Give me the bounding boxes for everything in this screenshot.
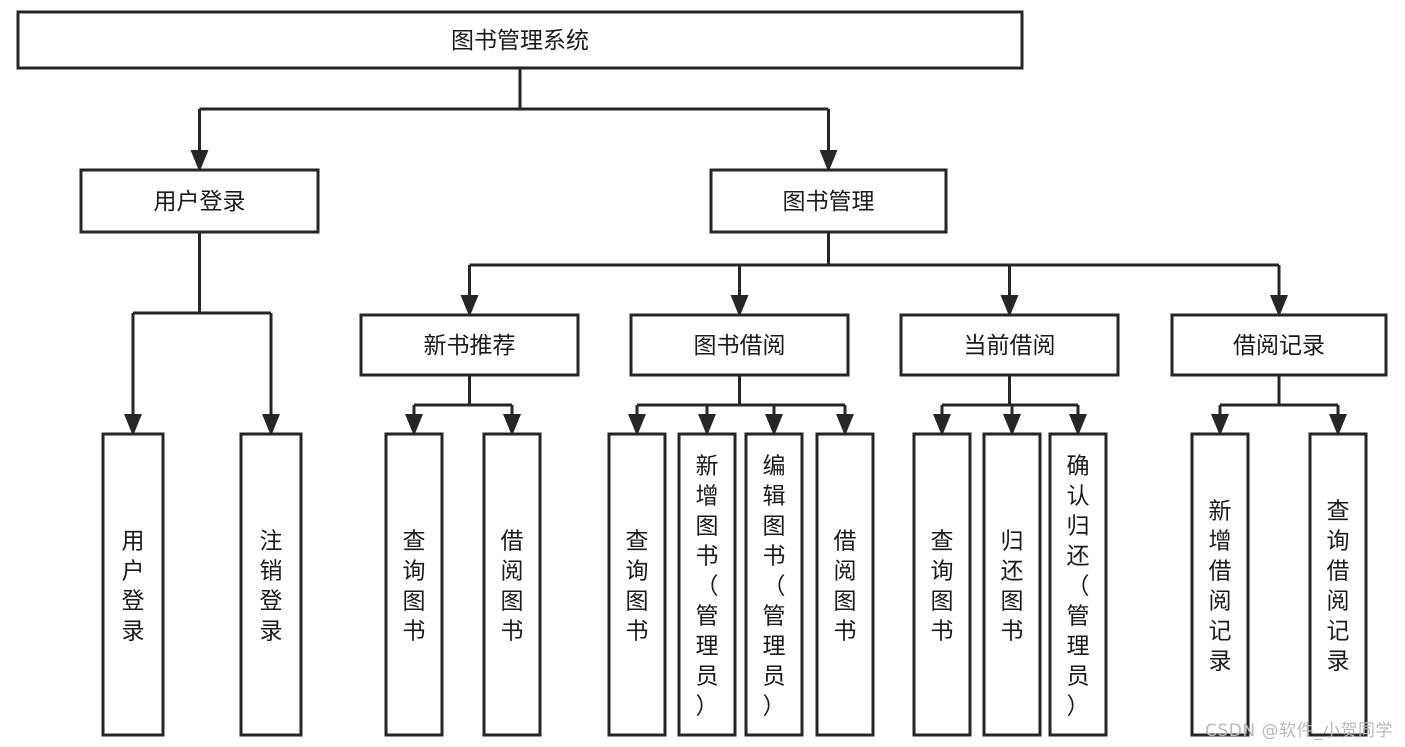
node-borrow-record[interactable]: 借阅记录 bbox=[1170, 313, 1388, 377]
node-leaf-add-borrow-record-rect[interactable] bbox=[1190, 432, 1250, 737]
node-leaf-user-login[interactable]: 用户登录 bbox=[101, 432, 165, 737]
node-borrow-record-label: 借阅记录 bbox=[1233, 333, 1325, 359]
node-leaf-borrow-book-1-label: 借阅图书 bbox=[501, 529, 524, 645]
node-user-login[interactable]: 用户登录 bbox=[79, 168, 320, 234]
node-leaf-borrow-book-1-rect[interactable] bbox=[482, 432, 542, 737]
node-leaf-query-book-2[interactable]: 查询图书 bbox=[607, 432, 667, 737]
node-leaf-return-book-rect[interactable] bbox=[982, 432, 1042, 737]
node-leaf-query-borrow-record-rect[interactable] bbox=[1308, 432, 1368, 737]
node-root-rect[interactable] bbox=[16, 10, 1024, 70]
node-leaf-query-borrow-record[interactable]: 查询借阅记录 bbox=[1308, 432, 1368, 737]
node-current-borrow[interactable]: 当前借阅 bbox=[899, 313, 1120, 377]
node-leaf-query-book-1-label: 查询图书 bbox=[403, 529, 426, 645]
node-leaf-query-book-2-label: 查询图书 bbox=[626, 529, 649, 645]
node-leaf-query-book-1-rect[interactable] bbox=[384, 432, 444, 737]
node-leaf-query-book-1[interactable]: 查询图书 bbox=[384, 432, 444, 737]
node-leaf-edit-book-admin-label: 编辑图书（管理员） bbox=[763, 454, 786, 720]
node-leaf-logout-label: 注销登录 bbox=[260, 529, 283, 645]
node-book-manage-rect[interactable] bbox=[709, 168, 948, 234]
node-new-book-recommend-label: 新书推荐 bbox=[424, 333, 516, 359]
node-leaf-add-borrow-record-label: 新增借阅记录 bbox=[1209, 499, 1232, 675]
node-leaf-edit-book-admin[interactable]: 编辑图书（管理员） bbox=[744, 432, 804, 737]
node-new-book-recommend[interactable]: 新书推荐 bbox=[359, 313, 580, 377]
node-leaf-logout[interactable]: 注销登录 bbox=[239, 432, 303, 737]
node-leaf-borrow-book-2[interactable]: 借阅图书 bbox=[815, 432, 875, 737]
node-user-login-rect[interactable] bbox=[79, 168, 320, 234]
node-leaf-user-login-rect[interactable] bbox=[101, 432, 165, 737]
node-leaf-query-book-3-label: 查询图书 bbox=[931, 529, 954, 645]
node-leaf-borrow-book-2-rect[interactable] bbox=[815, 432, 875, 737]
node-root-label: 图书管理系统 bbox=[451, 28, 589, 54]
node-leaf-query-borrow-record-label: 查询借阅记录 bbox=[1327, 499, 1350, 675]
node-book-borrow-label: 图书借阅 bbox=[694, 333, 786, 359]
node-root[interactable]: 图书管理系统 bbox=[16, 10, 1024, 70]
node-leaf-add-borrow-record[interactable]: 新增借阅记录 bbox=[1190, 432, 1250, 737]
node-borrow-record-rect[interactable] bbox=[1170, 313, 1388, 377]
node-leaf-borrow-book-2-label: 借阅图书 bbox=[834, 529, 857, 645]
node-book-manage-label: 图书管理 bbox=[783, 189, 875, 215]
node-leaf-edit-book-admin-rect[interactable] bbox=[744, 432, 804, 737]
node-leaf-query-book-3[interactable]: 查询图书 bbox=[912, 432, 972, 737]
node-leaf-add-book-admin-label: 新增图书（管理员） bbox=[696, 454, 719, 720]
node-leaf-query-book-2-rect[interactable] bbox=[607, 432, 667, 737]
node-current-borrow-label: 当前借阅 bbox=[964, 333, 1056, 359]
node-book-borrow[interactable]: 图书借阅 bbox=[629, 313, 850, 377]
connector-layer bbox=[124, 68, 1347, 436]
node-leaf-return-book[interactable]: 归还图书 bbox=[982, 432, 1042, 737]
node-layer: 图书管理系统用户登录图书管理新书推荐图书借阅当前借阅借阅记录用户登录注销登录查询… bbox=[16, 10, 1388, 737]
node-leaf-query-book-3-rect[interactable] bbox=[912, 432, 972, 737]
node-leaf-borrow-book-1[interactable]: 借阅图书 bbox=[482, 432, 542, 737]
node-leaf-add-book-admin[interactable]: 新增图书（管理员） bbox=[677, 432, 737, 737]
node-book-manage[interactable]: 图书管理 bbox=[709, 168, 948, 234]
node-book-borrow-rect[interactable] bbox=[629, 313, 850, 377]
node-leaf-confirm-return-admin[interactable]: 确认归还（管理员） bbox=[1048, 432, 1108, 737]
node-user-login-label: 用户登录 bbox=[154, 189, 246, 215]
node-current-borrow-rect[interactable] bbox=[899, 313, 1120, 377]
node-leaf-confirm-return-admin-rect[interactable] bbox=[1048, 432, 1108, 737]
node-leaf-add-book-admin-rect[interactable] bbox=[677, 432, 737, 737]
node-leaf-confirm-return-admin-label: 确认归还（管理员） bbox=[1067, 454, 1090, 720]
node-new-book-recommend-rect[interactable] bbox=[359, 313, 580, 377]
node-leaf-user-login-label: 用户登录 bbox=[122, 529, 145, 645]
node-leaf-return-book-label: 归还图书 bbox=[1001, 529, 1024, 645]
node-leaf-logout-rect[interactable] bbox=[239, 432, 303, 737]
